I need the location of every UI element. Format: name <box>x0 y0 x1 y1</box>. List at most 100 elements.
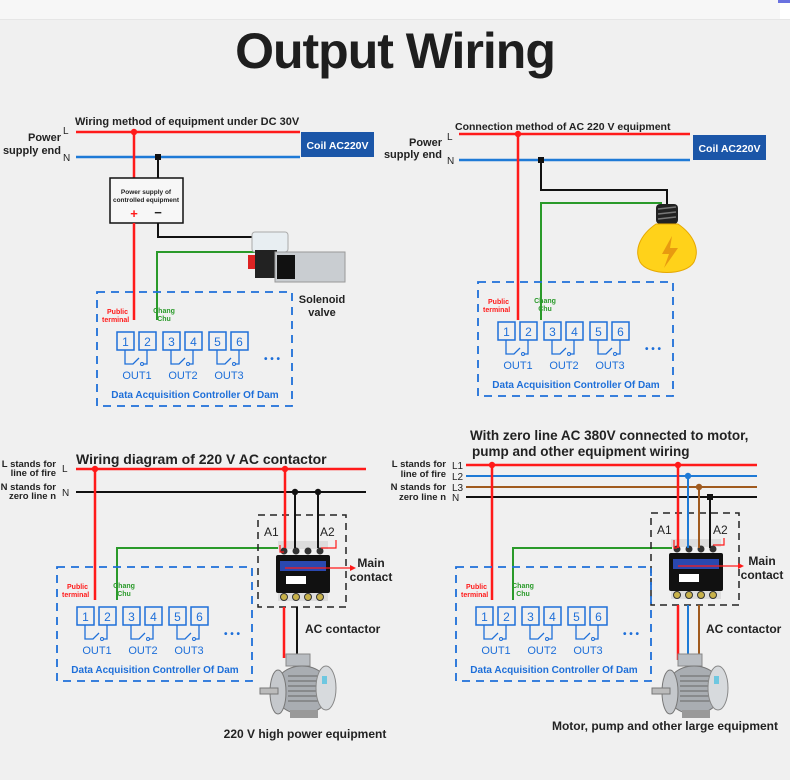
panel1-title: Wiring method of equipment under DC 30V <box>75 116 300 128</box>
controller-dashed-border <box>96 291 293 407</box>
line-L2-label: L2 <box>452 472 464 483</box>
wire-to-valve <box>157 223 255 238</box>
contactor-nameplate <box>679 574 699 582</box>
lightning-icon <box>662 236 678 268</box>
n-legend: zero line n <box>9 491 56 502</box>
top-bar <box>0 0 790 20</box>
device-label: valve <box>308 307 336 319</box>
arrow-head <box>738 563 744 569</box>
chang-chu-label: Chang <box>534 298 556 305</box>
motor-shaft <box>259 687 279 695</box>
wire-terminal-2-to-valve <box>156 251 255 320</box>
chang-chu-label: Chang <box>153 308 175 315</box>
main-contact-label: contact <box>350 570 393 584</box>
relay-switch-symbol <box>594 625 599 640</box>
relay-switch-symbol <box>570 340 575 355</box>
terminal-number: 3 <box>549 325 556 339</box>
main-contact-label: contact <box>741 568 784 582</box>
terminal-screw <box>709 545 717 553</box>
terminal-number: 5 <box>573 610 580 624</box>
wire-terminal-2-to-bulb <box>540 202 662 320</box>
page-title: Output Wiring <box>235 23 556 79</box>
terminal-number: 3 <box>527 610 534 624</box>
chang-chu-label: Chu <box>538 306 552 313</box>
relay-contact <box>140 362 144 366</box>
relay-switch-symbol <box>170 350 186 365</box>
relay-switch-symbol <box>529 625 545 640</box>
line-L3-label: L3 <box>452 483 464 494</box>
relay-switch-symbol <box>597 340 613 355</box>
power-supply-box <box>109 177 184 224</box>
motor-image <box>651 653 729 718</box>
terminal-number: 6 <box>595 610 602 624</box>
output-label: OUT2 <box>128 645 157 657</box>
a2-label: A2 <box>320 525 335 539</box>
output-label: OUT1 <box>481 645 510 657</box>
n-legend: N stands for <box>391 482 447 493</box>
terminal-screw <box>304 547 312 555</box>
a2-label: A2 <box>713 523 728 537</box>
relay-contact <box>613 352 617 356</box>
terminal-number: 2 <box>525 325 532 339</box>
terminal-number: 4 <box>571 325 578 339</box>
bulb-thread <box>657 211 677 215</box>
solenoid-cap <box>248 255 256 269</box>
output-label: OUT1 <box>82 645 111 657</box>
motor-terminal-box <box>285 653 311 667</box>
chang-chu-label: Chu <box>117 591 131 598</box>
controller-dashed-border <box>477 281 674 397</box>
l-legend: line of fire <box>401 469 446 480</box>
a1-lead <box>673 540 677 549</box>
motor-endcap <box>315 665 337 711</box>
contactor-bottom <box>671 591 721 599</box>
motor-shaft <box>651 687 671 695</box>
relay-contact <box>232 362 236 366</box>
l-legend: line of fire <box>11 468 56 479</box>
contactor-body <box>276 555 330 593</box>
panel3-title: Wiring diagram of 220 V AC contactor <box>76 451 327 467</box>
public-terminal-label: Public <box>466 584 487 591</box>
a1-label: A1 <box>657 523 672 537</box>
psu-plus: + <box>130 206 138 221</box>
terminal-number: 6 <box>196 610 203 624</box>
output-label: OUT1 <box>503 360 532 372</box>
output-label: OUT3 <box>595 360 624 372</box>
top-bar-accent <box>778 0 790 3</box>
line-L-label: L <box>63 126 69 137</box>
terminal-number: 5 <box>595 325 602 339</box>
contactor-nameplate <box>286 576 306 584</box>
psu-label: controlled equipment <box>113 197 180 204</box>
coil-label: Coil AC220V <box>698 143 760 155</box>
output-label: OUT3 <box>573 645 602 657</box>
relay-contact <box>521 352 525 356</box>
top-bar-corner <box>780 3 790 19</box>
line-L-label: L <box>447 132 453 143</box>
bulb-thread <box>657 216 677 220</box>
public-terminal-label: terminal <box>461 592 488 599</box>
output-label: OUT3 <box>174 645 203 657</box>
line-N-label: N <box>452 493 459 504</box>
relay-switch-symbol <box>149 625 154 640</box>
motor-endcap <box>707 665 729 711</box>
more-terminals-ellipsis: • • • <box>224 629 241 640</box>
terminal-number: 6 <box>236 335 243 349</box>
controller-dashed-border <box>56 566 253 682</box>
relay-switch-symbol <box>124 350 140 365</box>
terminal-screw <box>685 591 693 599</box>
psu-label: Power supply of <box>121 189 172 196</box>
relay-contact <box>591 637 595 641</box>
contactor-dashed-border <box>257 514 347 608</box>
terminal-number: 5 <box>214 335 221 349</box>
motor-image <box>259 653 337 718</box>
relay-switch-symbol <box>216 350 232 365</box>
relay-switch-symbol <box>483 625 499 640</box>
public-terminal-label: terminal <box>483 307 510 314</box>
relay-switch-symbol <box>548 625 553 640</box>
terminal-screw <box>697 591 705 599</box>
supply-label: Power <box>28 132 62 144</box>
relay-switch-symbol <box>502 625 507 640</box>
